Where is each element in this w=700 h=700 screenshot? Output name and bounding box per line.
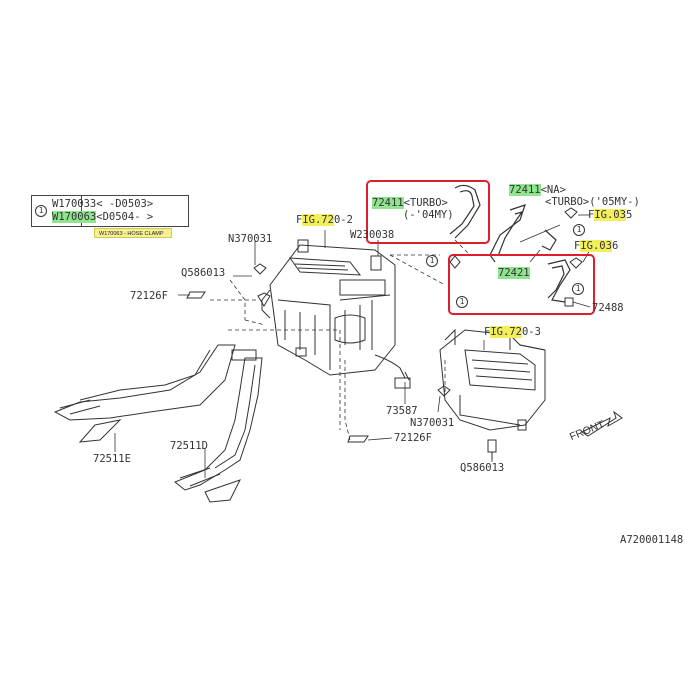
diagram-id: A720001148 — [620, 534, 684, 546]
callout-fig-035[interactable]: FIG.035 — [588, 209, 633, 221]
legend-part-1: W170033 — [52, 198, 97, 210]
front-arrow-drawing — [581, 410, 623, 437]
callout-hose-turbo-04[interactable]: 72411<TURBO> — [372, 197, 448, 209]
circle-1-marker: 1 — [573, 224, 585, 236]
hose-clamp-note: W170063 - HOSE CLAMP — [94, 228, 172, 238]
callout-hose-turbo-04-spec: (-'04MY) — [403, 209, 454, 221]
callout-n370031-top[interactable]: N370031 — [228, 233, 273, 245]
callout-72126f-bottom[interactable]: 72126F — [394, 432, 432, 444]
legend-row-1: W170033< -D0503> — [52, 198, 153, 210]
legend-range-1: < -D0503> — [96, 198, 154, 210]
callout-fig-036[interactable]: FIG.036 — [574, 240, 619, 252]
callout-fig-720-2[interactable]: FIG.720-2 — [296, 214, 353, 226]
callout-hose-na-spec: <TURBO>('05MY-) — [545, 196, 640, 208]
clamp-drawing — [186, 207, 583, 443]
callout-q586013-bottom[interactable]: Q586013 — [460, 462, 505, 474]
highlight-box-72421 — [448, 254, 595, 315]
hose-drawing — [449, 184, 571, 303]
callout-fig-720-3[interactable]: FIG.720-3 — [484, 326, 541, 338]
legend-circle-number: 1 — [35, 205, 47, 217]
heater-unit-drawing — [261, 239, 411, 389]
duct-drawing — [53, 344, 263, 503]
circle-1-marker: 1 — [456, 296, 468, 308]
legend-box: 1 W170033< -D0503> W170063<D0504- > — [31, 195, 189, 227]
highlight-box-turbo-hose — [366, 180, 490, 244]
callout-73587[interactable]: 73587 — [386, 405, 418, 417]
callout-n370031-bottom[interactable]: N370031 — [410, 417, 455, 429]
callout-72511e[interactable]: 72511E — [93, 453, 131, 465]
legend-part-2: W170063 — [52, 211, 97, 223]
legend-range-2: <D0504- > — [96, 211, 154, 223]
callout-72511d[interactable]: 72511D — [170, 440, 208, 452]
callout-hose-72421[interactable]: 72421 — [498, 267, 530, 279]
callout-72488[interactable]: 72488 — [592, 302, 624, 314]
callout-q586013-left[interactable]: Q586013 — [181, 267, 226, 279]
circle-1-marker: 1 — [426, 255, 438, 267]
circle-1-marker: 1 — [572, 283, 584, 295]
dashed-leaders — [210, 239, 471, 441]
callout-72126f-left[interactable]: 72126F — [130, 290, 168, 302]
callout-hose-na[interactable]: 72411<NA> — [509, 184, 566, 196]
blower-unit-drawing — [439, 328, 546, 460]
callout-w230038[interactable]: W230038 — [350, 229, 395, 241]
legend-row-2: W170063<D0504- > — [52, 211, 153, 223]
